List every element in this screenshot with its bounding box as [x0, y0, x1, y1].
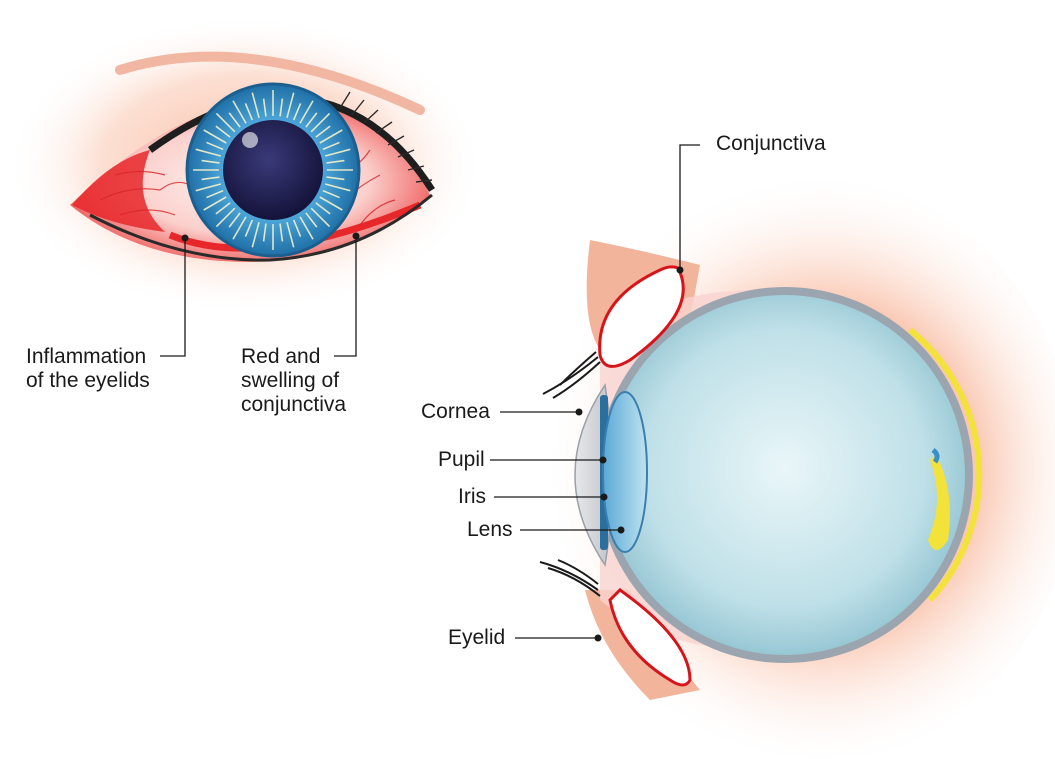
label-cornea: Cornea	[421, 400, 490, 424]
pupil	[223, 120, 323, 220]
swelling-line3: conjunctiva	[241, 393, 346, 417]
label-red-swelling-conjunctiva: Red and swelling of conjunctiva	[241, 345, 346, 417]
label-eyelid: Eyelid	[448, 626, 505, 650]
label-conjunctiva: Conjunctiva	[716, 132, 826, 156]
red-eye-illustration	[5, 15, 485, 356]
label-inflammation-of-eyelids: Inflammation of the eyelids	[26, 345, 150, 393]
eyeball	[605, 295, 965, 655]
pupil-highlight	[242, 132, 258, 148]
lens	[603, 392, 647, 552]
eye-cross-section	[490, 145, 1055, 759]
label-iris: Iris	[458, 485, 486, 509]
label-lens: Lens	[467, 518, 513, 542]
label-pupil: Pupil	[438, 448, 485, 472]
inflammation-line2: of the eyelids	[26, 369, 150, 393]
swelling-line2: swelling of	[241, 369, 346, 393]
swelling-line1: Red and	[241, 345, 346, 369]
inflammation-line1: Inflammation	[26, 345, 150, 369]
